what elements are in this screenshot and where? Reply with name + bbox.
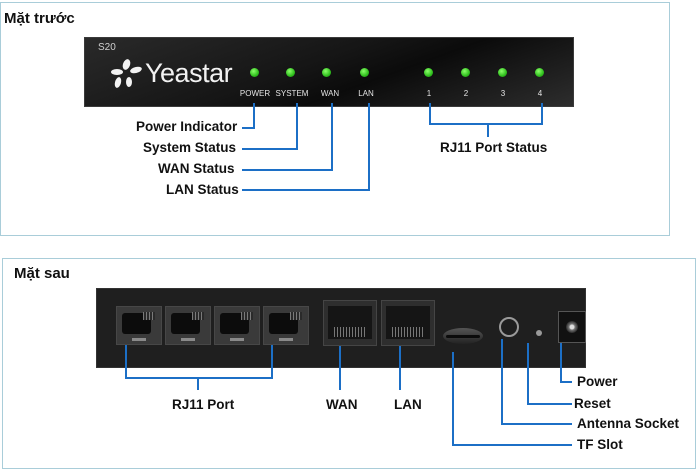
led-port-3 xyxy=(498,68,507,77)
bracket-rj11-status-bottom xyxy=(429,123,543,125)
led-label-port-3: 3 xyxy=(500,89,506,98)
callout-lan: LAN xyxy=(394,397,422,412)
led-label-power: POWER xyxy=(239,89,271,98)
callout-line-antenna-h xyxy=(501,423,572,425)
led-label-wan: WAN xyxy=(320,89,340,98)
callout-line-lan xyxy=(368,103,370,191)
front-panel-title: Mặt trước xyxy=(4,10,75,27)
callout-line-power-back-h xyxy=(560,381,572,383)
callout-line-wan-back xyxy=(339,346,341,390)
bracket-rj11-bottom xyxy=(125,377,273,379)
power-jack xyxy=(558,311,586,343)
rj11-port-4 xyxy=(263,306,309,345)
callout-power: Power xyxy=(577,374,618,389)
callout-line-power-h xyxy=(242,127,255,129)
bracket-rj11-right xyxy=(271,345,273,379)
callout-line-power-back xyxy=(560,343,562,383)
callout-line-lan-h xyxy=(242,189,370,191)
callout-line-lan-back xyxy=(399,346,401,390)
tf-slot xyxy=(443,328,483,344)
back-panel-title: Mặt sau xyxy=(14,265,70,282)
callout-rj11-port-status: RJ11 Port Status xyxy=(440,140,548,155)
callout-line-power xyxy=(253,103,255,129)
led-lan xyxy=(360,68,369,77)
led-system xyxy=(286,68,295,77)
callout-antenna-socket: Antenna Socket xyxy=(577,416,680,431)
brand-logo: Yeastar xyxy=(109,57,233,89)
wan-port xyxy=(323,300,377,346)
reset-button xyxy=(536,330,542,336)
led-label-lan: LAN xyxy=(358,89,374,98)
led-label-port-2: 2 xyxy=(463,89,469,98)
callout-tf-slot: TF Slot xyxy=(577,437,623,452)
brand-name: Yeastar xyxy=(145,58,233,88)
callout-wan-status: WAN Status xyxy=(158,161,235,176)
callout-line-wan xyxy=(331,103,333,171)
callout-power-indicator: Power Indicator xyxy=(136,119,238,134)
bracket-rj11-left xyxy=(125,345,127,379)
led-port-1 xyxy=(424,68,433,77)
callout-rj11-port: RJ11 Port xyxy=(172,397,235,412)
callout-line-tf-slot-h xyxy=(452,444,572,446)
led-label-port-4: 4 xyxy=(537,89,543,98)
callout-system-status: System Status xyxy=(143,140,237,155)
callout-line-tf-slot xyxy=(452,352,454,446)
bracket-rj11-status-left xyxy=(429,103,431,125)
callout-reset: Reset xyxy=(574,396,611,411)
bracket-rj11-status-right xyxy=(541,103,543,125)
bracket-rj11-status-stem xyxy=(487,123,489,137)
led-power xyxy=(250,68,259,77)
callout-wan: WAN xyxy=(326,397,358,412)
rj11-port-1 xyxy=(116,306,162,345)
callout-line-antenna xyxy=(501,339,503,425)
callout-lan-status: LAN Status xyxy=(166,182,239,197)
lan-port xyxy=(381,300,435,346)
led-port-2 xyxy=(461,68,470,77)
antenna-socket xyxy=(499,317,519,337)
yeastar-flower-icon xyxy=(109,57,143,89)
led-port-4 xyxy=(535,68,544,77)
led-label-system: SYSTEM xyxy=(275,89,309,98)
callout-line-reset-h xyxy=(527,403,572,405)
model-label: S20 xyxy=(98,42,116,53)
bracket-rj11-stem xyxy=(197,377,199,390)
callout-line-reset xyxy=(527,343,529,405)
led-label-port-1: 1 xyxy=(426,89,432,98)
led-wan xyxy=(322,68,331,77)
callout-line-system-h xyxy=(242,148,298,150)
callout-line-system xyxy=(296,103,298,150)
callout-line-wan-h xyxy=(242,169,333,171)
rj11-port-3 xyxy=(214,306,260,345)
rj11-port-2 xyxy=(165,306,211,345)
